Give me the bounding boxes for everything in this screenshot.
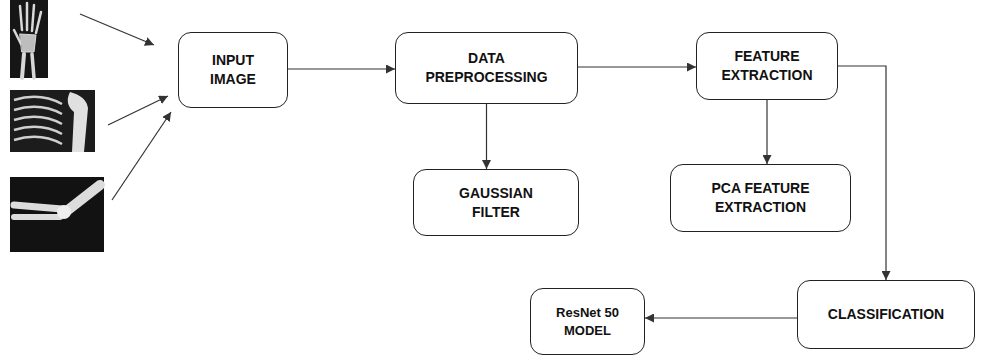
humerus-bone [68,92,88,152]
image-arrow [112,112,171,200]
box-label: DATA PREPROCESSING [417,49,557,87]
process-box: FEATURE EXTRACTION [696,32,838,100]
rib-bones [14,97,62,144]
elbow-xray [10,177,104,252]
hand-bones [14,3,41,78]
box-label: CLASSIFICATION [828,305,944,324]
image-arrow [108,96,168,125]
box-label: PCA FEATURE EXTRACTION [691,179,831,217]
box-label: FEATURE EXTRACTION [707,47,827,85]
process-box: INPUT IMAGE [178,32,288,108]
box-label: INPUT IMAGE [198,51,268,89]
flow-arrow [486,104,487,169]
process-box: CLASSIFICATION [797,280,975,349]
flow-arrow [766,100,767,164]
elbow-joint [57,205,71,219]
hand-xray [10,0,48,78]
xray-ground [10,0,48,78]
xray-ground [10,177,104,252]
elbow-bones [14,185,100,217]
process-box: DATA PREPROCESSING [395,32,578,104]
process-box: PCA FEATURE EXTRACTION [670,164,851,232]
shoulder-xray [10,90,95,152]
flow-arrow [578,66,696,67]
box-label: GAUSSIAN FILTER [446,184,546,222]
process-box: ResNet 50 MODEL [530,288,645,355]
box-label: ResNet 50 MODEL [543,304,633,339]
image-arrow [80,14,154,45]
process-box: GAUSSIAN FILTER [413,169,579,236]
image-arrows [80,14,171,200]
xray-ground [10,90,95,152]
flow-arrow [288,68,395,69]
flow-arrow [645,317,797,318]
